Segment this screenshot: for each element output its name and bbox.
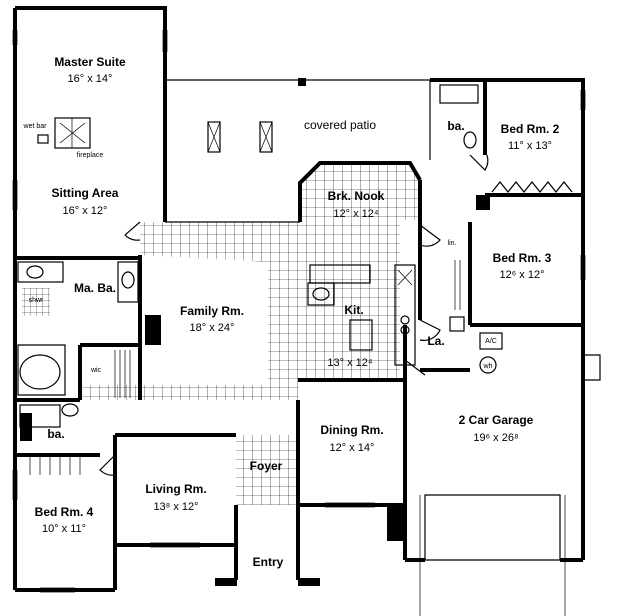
bed-rm-3-dim: 12⁶ x 12° — [499, 269, 544, 281]
tile-areas — [22, 163, 420, 505]
living-rm-label: Living Rm. — [145, 482, 206, 496]
bed-rm-4-dim: 10° x 11° — [42, 523, 86, 535]
master-bath-label: Ma. Ba. — [74, 281, 116, 295]
master-suite-label: Master Suite — [54, 55, 126, 69]
ac-label: A/C — [485, 338, 497, 345]
family-rm-dim: 18° x 24° — [190, 322, 235, 334]
fireplace-label: fireplace — [77, 152, 104, 159]
dining-rm-label: Dining Rm. — [320, 423, 383, 437]
bed-rm-2-dim: 11° x 13° — [508, 140, 552, 152]
shower-label: shwr — [29, 297, 44, 304]
bed-rm-4-label: Bed Rm. 4 — [35, 505, 94, 519]
brk-nook-dim: 12° x 12⁴ — [333, 208, 378, 220]
kitchen-label: Kit. — [344, 303, 363, 317]
brk-nook-label: Brk. Nook — [328, 189, 385, 203]
laundry-label: La. — [427, 334, 444, 348]
entry-label: Entry — [253, 555, 284, 569]
dining-rm-dim: 12° x 14° — [330, 442, 375, 454]
bath-top-label: ba. — [447, 119, 464, 133]
living-rm-dim: 13⁸ x 12° — [153, 501, 198, 513]
fixtures — [17, 84, 573, 616]
foyer-label: Foyer — [250, 459, 283, 473]
linen-label: lin. — [448, 240, 457, 247]
bath-left-label: ba. — [47, 427, 64, 441]
master-suite-dim: 16° x 14° — [68, 73, 113, 85]
wh-label: wh — [483, 363, 493, 370]
covered-patio-label: covered patio — [304, 118, 376, 132]
sitting-area-dim: 16° x 12° — [63, 205, 108, 217]
doors — [99, 154, 601, 476]
kitchen-dim: 13° x 12⁴ — [327, 357, 372, 369]
bed-rm-2-label: Bed Rm. 2 — [501, 122, 560, 136]
windows — [12, 30, 586, 593]
garage-label: 2 Car Garage — [459, 413, 534, 427]
family-rm-label: Family Rm. — [180, 304, 244, 318]
labels: Master Suite 16° x 14° wet bar fireplace… — [23, 55, 560, 569]
bed-rm-3-label: Bed Rm. 3 — [493, 251, 552, 265]
walls — [13, 6, 585, 592]
wic-label: wic — [90, 367, 102, 374]
garage-dim: 19⁶ x 26⁸ — [473, 432, 518, 444]
wet-bar-label: wet bar — [23, 123, 48, 130]
sitting-area-label: Sitting Area — [52, 186, 119, 200]
columns — [20, 78, 490, 586]
